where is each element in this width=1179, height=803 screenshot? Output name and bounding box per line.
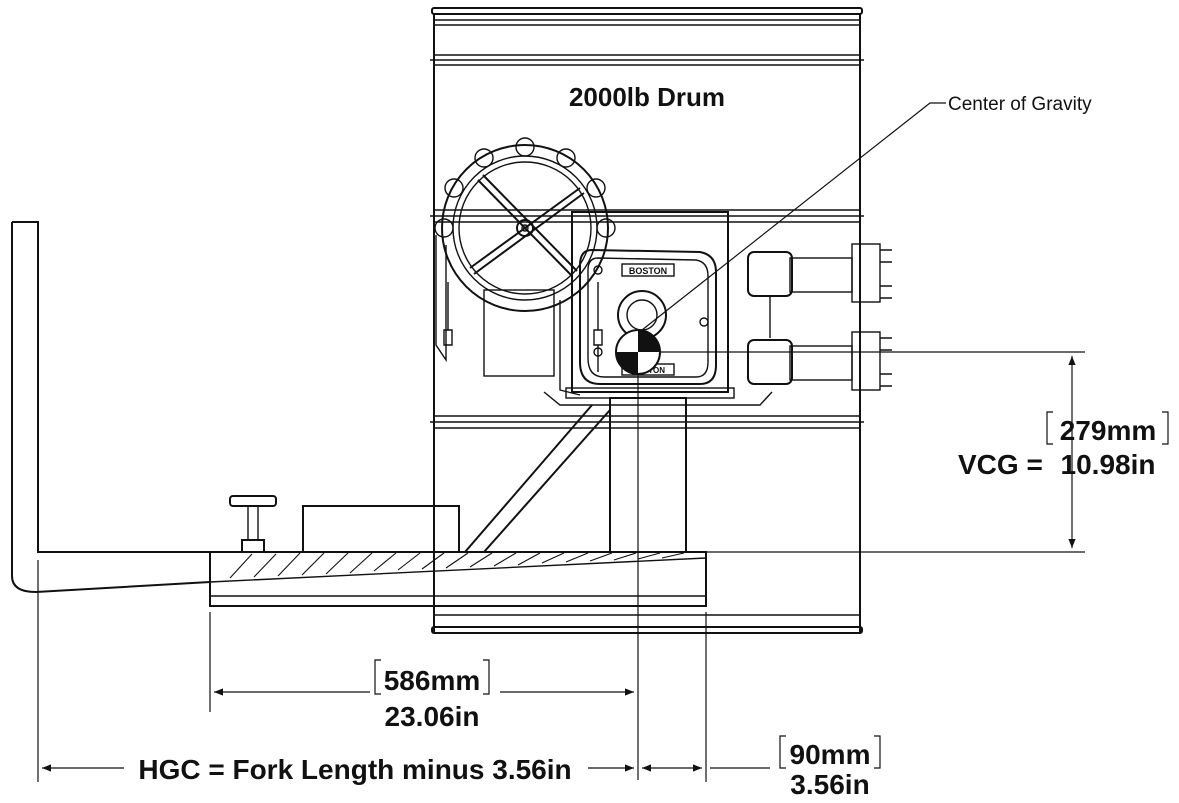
vcg-mm-value: 279mm bbox=[1060, 415, 1157, 446]
cog-callout-label: Center of Gravity bbox=[948, 94, 1092, 115]
vcg-in-value: 10.98in bbox=[1061, 449, 1156, 480]
handwheel-assembly bbox=[434, 137, 616, 396]
hgc-dimension: HGC = Fork Length minus 3.56in bbox=[37, 560, 707, 785]
brand-plate-top: BOSTON bbox=[629, 266, 667, 276]
offset-dimension: 90mm 3.56in bbox=[642, 735, 881, 800]
width-in-value: 23.06in bbox=[385, 701, 480, 732]
cog-leader-line bbox=[641, 102, 946, 331]
lift-frame bbox=[229, 397, 687, 553]
clamp-brackets bbox=[747, 243, 892, 391]
offset-in-value: 3.56in bbox=[790, 769, 869, 798]
center-of-gravity-icon bbox=[615, 329, 661, 375]
forklift-fork bbox=[11, 221, 707, 607]
hgc-label: HGC = Fork Length minus 3.56in bbox=[138, 754, 571, 785]
handwheel-icon bbox=[434, 137, 616, 312]
vcg-label: VCG = bbox=[958, 449, 1043, 480]
vcg-dimension: 279mm VCG = 10.98in bbox=[660, 351, 1169, 553]
width-mm-value: 586mm bbox=[384, 665, 481, 696]
gearbox: BOSTON BOSTON bbox=[543, 211, 773, 406]
drum-title: 2000lb Drum bbox=[569, 82, 725, 112]
drum bbox=[430, 7, 864, 634]
width-dimension: 586mm 23.06in bbox=[209, 374, 639, 780]
offset-mm-value: 90mm bbox=[790, 739, 871, 770]
